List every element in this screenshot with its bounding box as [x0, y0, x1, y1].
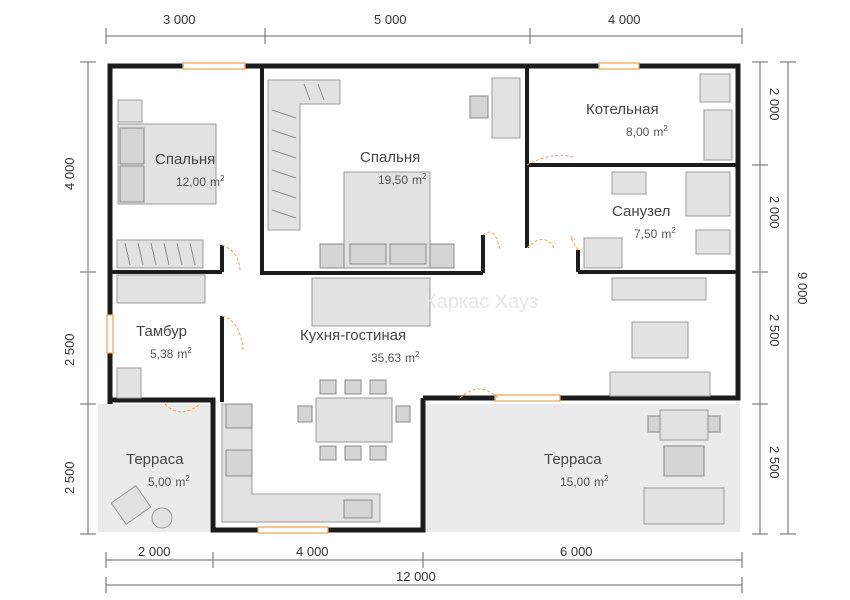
- sofa: [311, 277, 431, 327]
- bathroom-fixtures: [583, 171, 731, 269]
- wardrobe-corner: [267, 79, 341, 231]
- dimension-lines: [80, 28, 796, 593]
- nightstand-left: [117, 99, 143, 123]
- dim-left-1: 4 000: [62, 157, 77, 190]
- doors: [164, 154, 579, 413]
- dim-bottom-1: 2 000: [138, 544, 171, 559]
- terrace-right-furniture: [643, 409, 725, 525]
- dim-top-2: 5 000: [374, 12, 407, 27]
- armchair: [609, 371, 711, 397]
- boiler-equipment: [699, 73, 733, 161]
- interior-walls: [110, 66, 738, 402]
- svg-text:Кухня-гостиная: Кухня-гостиная: [300, 327, 406, 344]
- tv-stand: [611, 277, 707, 301]
- dim-left-3: 2 500: [62, 461, 77, 494]
- wardrobe-left: [116, 239, 204, 269]
- dim-right-total: 9 000: [795, 272, 810, 305]
- dim-top-3: 4 000: [608, 12, 641, 27]
- dim-bottom-3: 6 000: [560, 544, 593, 559]
- watermark: Каркас Хауз: [425, 291, 538, 313]
- svg-text:Спальня: Спальня: [360, 149, 420, 166]
- svg-text:Терраса: Терраса: [544, 451, 602, 468]
- svg-text:Терраса: Терраса: [126, 451, 184, 468]
- coffee-table: [631, 321, 689, 359]
- dimension-labels: 3 000 5 000 4 000 2 000 4 000 6 000 12 0…: [62, 12, 810, 584]
- vestibule-cabinet: [116, 367, 142, 399]
- fridge: [225, 403, 253, 429]
- windows: [106, 62, 640, 534]
- dim-right-2: 2 000: [767, 196, 782, 229]
- dim-bottom-total: 12 000: [396, 569, 436, 584]
- svg-text:Тамбур: Тамбур: [136, 323, 187, 340]
- bed-center: [319, 171, 455, 269]
- terrace-left-furniture: [110, 485, 173, 529]
- dim-top-1: 3 000: [163, 12, 196, 27]
- svg-text:Спальня: Спальня: [155, 151, 215, 168]
- svg-text:Санузел: Санузел: [612, 203, 670, 220]
- dim-bottom-2: 4 000: [296, 544, 329, 559]
- desk-chair: [469, 77, 521, 139]
- dining-table: [297, 379, 411, 461]
- stove: [225, 449, 253, 477]
- vestibule-bench: [116, 274, 206, 304]
- dim-right-1: 2 000: [767, 88, 782, 121]
- bed-left: [117, 123, 217, 205]
- dim-right-3: 2 500: [767, 314, 782, 347]
- dim-left-2: 2 500: [62, 333, 77, 366]
- svg-text:Котельная: Котельная: [586, 101, 659, 118]
- dim-right-4: 2 500: [767, 446, 782, 479]
- sink: [343, 499, 373, 519]
- outer-wall: [107, 63, 741, 533]
